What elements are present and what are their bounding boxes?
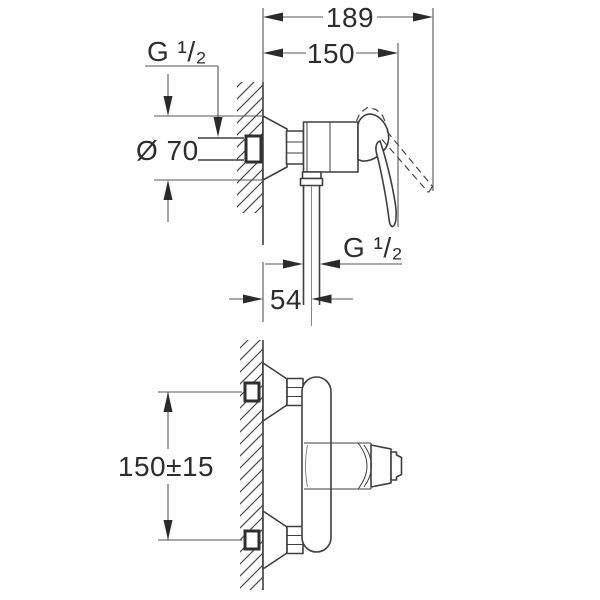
dim-depth-to-handle-label: 150	[307, 38, 355, 69]
handle-lever	[357, 113, 397, 228]
dim-line-escutcheon-dia	[154, 74, 262, 222]
outlet-neck	[301, 171, 322, 180]
handle-end-cap	[390, 451, 403, 481]
arrowhead	[263, 12, 283, 22]
arrowhead	[413, 12, 433, 22]
inlet-square-fitting	[243, 381, 261, 403]
arrowhead	[213, 117, 223, 137]
alt-lever-dashed	[381, 131, 433, 193]
nut-facets	[286, 141, 304, 154]
side-view-dimensions: 189 150 G ¹/₂ Ø 70 G ¹/₂ 54	[136, 2, 434, 322]
leader-inlet-thread	[145, 65, 219, 118]
arrowhead	[320, 259, 340, 269]
mixer-body-capsule	[301, 376, 332, 553]
nut-outline	[285, 130, 305, 165]
mixer-body	[302, 121, 359, 173]
outlet-pipe-lines	[302, 185, 321, 305]
front-view-dimensions: 150±15	[118, 391, 242, 541]
arrowhead	[263, 48, 283, 58]
front-view: 150±15	[118, 340, 403, 590]
arrowhead	[378, 48, 398, 58]
upper-inlet-assembly	[243, 362, 304, 422]
inlet-pipe	[198, 134, 263, 164]
dim-inlet-spacing-label: 150±15	[118, 451, 214, 482]
body-handle-intersection-arc	[305, 444, 308, 488]
handle-cone-arcs	[357, 442, 372, 490]
dim-inlet-thread-label: G ¹/₂	[147, 36, 207, 67]
lower-inlet-assembly	[243, 510, 304, 570]
inlet-square-fitting	[244, 134, 263, 164]
nut-facets	[287, 535, 303, 545]
nut-facets	[287, 387, 303, 397]
inlet-pipe-lines	[198, 137, 244, 161]
arrowhead	[163, 392, 173, 412]
arrowhead	[243, 294, 263, 304]
extension-lines-inlet-spacing	[158, 391, 242, 541]
dim-escutcheon-diameter-label: Ø 70	[136, 135, 199, 166]
handle-front	[304, 442, 403, 490]
union-nut	[285, 130, 305, 165]
nut-outline	[286, 525, 304, 555]
arrowhead	[283, 259, 303, 269]
shower-outlet-pipe	[299, 171, 324, 326]
inlet-square-fitting	[243, 529, 261, 551]
escutcheon-cone	[262, 510, 288, 570]
escutcheon-cone	[262, 362, 288, 422]
arrowhead	[163, 96, 173, 116]
body-outline	[302, 121, 359, 173]
escutcheon-cone	[262, 115, 288, 181]
nut-outline	[286, 377, 304, 407]
wall-section	[240, 340, 264, 590]
outlet-flange	[299, 177, 324, 187]
body-joints	[306, 122, 331, 172]
arrowhead	[163, 520, 173, 540]
alt-handle-cap-dashed	[355, 106, 387, 124]
wall-hatch	[240, 340, 263, 590]
lever-blade	[375, 140, 397, 228]
dim-outlet-offset-label: 54	[270, 284, 302, 315]
arrowhead	[311, 294, 332, 304]
handle-grip	[370, 444, 392, 488]
dim-total-depth-label: 189	[326, 2, 374, 33]
dim-outlet-thread-label: G ¹/₂	[343, 232, 403, 263]
arrowhead	[163, 180, 173, 200]
side-view: 189 150 G ¹/₂ Ø 70 G ¹/₂ 54	[136, 2, 434, 326]
handle-lever-alt-position	[355, 106, 433, 193]
